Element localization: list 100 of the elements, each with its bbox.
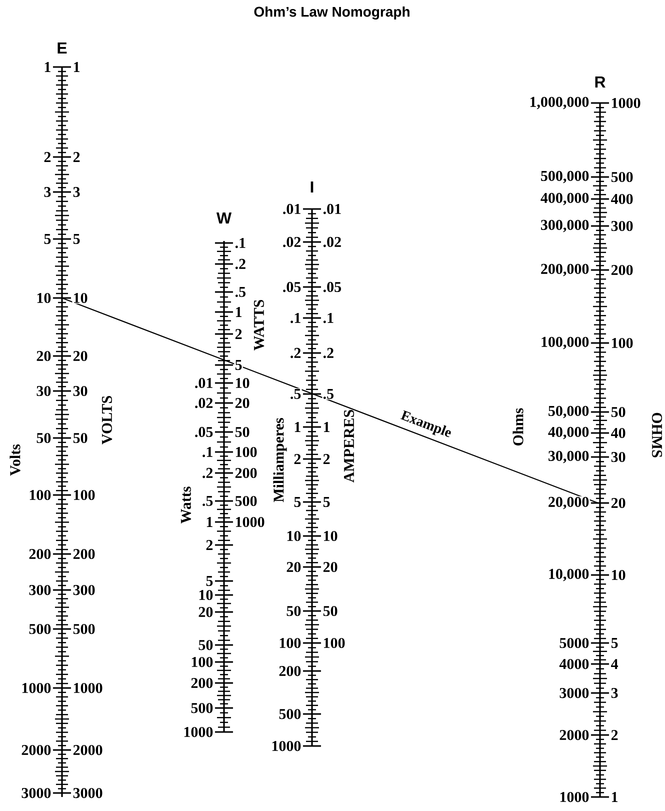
scale-number: .02 xyxy=(282,236,302,248)
scale-number: 3000 xyxy=(72,787,104,799)
axis-title: Milliamperes xyxy=(273,418,287,502)
scale-number: 200 xyxy=(72,548,96,560)
scale-number: 500 xyxy=(234,495,258,507)
scale-number: 200 xyxy=(610,264,634,276)
scale-number: 100 xyxy=(610,337,634,349)
scale-number: 2000 xyxy=(72,744,104,756)
scale-number: 50 xyxy=(322,605,338,617)
scale-number: 50,000 xyxy=(547,405,590,419)
scale-number: 40 xyxy=(610,427,626,439)
scale-number: 500 xyxy=(72,623,96,635)
scale-number: .1 xyxy=(201,446,214,458)
scale-number: .5 xyxy=(201,495,214,507)
scale-number: 20 xyxy=(322,561,338,573)
scale-number: 500,000 xyxy=(540,170,590,184)
scale-number: 20 xyxy=(286,561,302,573)
scale-number: 2000 xyxy=(558,729,590,741)
scale-number: .02 xyxy=(194,397,214,409)
scale-number: 5 xyxy=(293,496,302,508)
scale-number: 1 xyxy=(43,61,52,73)
scale-number: 50 xyxy=(36,432,52,444)
scale-number: 1000 xyxy=(234,516,266,528)
scale-number: 2 xyxy=(72,151,81,163)
scale-number: 50 xyxy=(72,432,88,444)
scale-number: 2 xyxy=(205,539,214,551)
scale-number: 1 xyxy=(72,61,81,73)
scale-number: 300,000 xyxy=(540,219,590,233)
scale-number: 200 xyxy=(278,665,302,677)
scale-number: .05 xyxy=(282,281,302,293)
scale-number: 30 xyxy=(36,385,52,397)
scale-number: 20 xyxy=(36,350,52,362)
scale-number: .1 xyxy=(322,312,335,324)
scale-number: 3000 xyxy=(20,787,52,799)
scale-number: .5 xyxy=(322,388,335,400)
scale-number: 20 xyxy=(72,350,88,362)
scale-number: 2 xyxy=(610,729,619,741)
scale-number: 10 xyxy=(234,377,250,389)
scale-number: 2 xyxy=(234,328,243,340)
scale-number: 3 xyxy=(43,186,52,198)
scale-number: 5000 xyxy=(558,637,590,649)
scale-number: 20 xyxy=(610,497,626,509)
scale-number: 1,000,000 xyxy=(528,96,590,110)
scale-number: 5 xyxy=(43,233,52,245)
scale-number: .5 xyxy=(289,388,302,400)
axis-title: WATTS xyxy=(254,300,264,350)
scale-number: 20,000 xyxy=(547,496,590,510)
scale-number: .5 xyxy=(234,286,247,298)
axis-title: Ohms xyxy=(512,408,524,446)
scale-number: 30,000 xyxy=(547,450,590,464)
scale-number: 2 xyxy=(322,453,331,465)
scale-number: 5 xyxy=(205,575,214,587)
scale-number: 10 xyxy=(36,292,52,304)
scale-number: 100 xyxy=(278,637,302,649)
scale-number: 50 xyxy=(234,426,250,438)
scale-number: 5 xyxy=(610,637,619,649)
scale-number: 100 xyxy=(234,446,258,458)
scale-number: 300 xyxy=(72,584,96,596)
scale-number: 200,000 xyxy=(540,263,590,277)
scale-number: 5 xyxy=(72,233,81,245)
scale-number: 300 xyxy=(610,220,634,232)
scale-number: 30 xyxy=(72,385,88,397)
scale-number: 1 xyxy=(234,306,243,318)
title: Ohm’s Law Nomograph xyxy=(254,6,410,20)
scale-number: 500 xyxy=(278,708,302,720)
axis-title: OHMS xyxy=(652,412,662,458)
axis-title: VOLTS xyxy=(102,396,112,444)
scale-number: 10,000 xyxy=(547,568,590,582)
scale-letter: E xyxy=(58,42,67,54)
scale-number: 50 xyxy=(286,605,302,617)
scale-number: 40,000 xyxy=(547,426,590,440)
scale-number: 2000 xyxy=(20,744,52,756)
scale-number: 100 xyxy=(322,637,346,649)
scale-number: 1000 xyxy=(610,97,642,109)
scale-number: 500 xyxy=(28,623,52,635)
scale-number: 5 xyxy=(322,496,331,508)
scale-number: .01 xyxy=(322,203,342,215)
scale-number: 100 xyxy=(72,489,96,501)
scale-number: .1 xyxy=(234,237,247,249)
scale-number: 10 xyxy=(322,530,338,542)
scale-number: 10 xyxy=(286,530,302,542)
scale-number: 1000 xyxy=(182,726,214,738)
scale-number: 10 xyxy=(198,589,214,601)
scale-number: 1000 xyxy=(20,682,52,694)
scale-letter: I xyxy=(310,182,314,192)
scale-number: 400,000 xyxy=(540,192,590,206)
scale-number: 2 xyxy=(43,151,52,163)
scale-number: .1 xyxy=(289,312,302,324)
scale-number: .01 xyxy=(194,377,214,389)
axis-title: Watts xyxy=(180,486,192,524)
scale-number: 20 xyxy=(198,606,214,618)
scale-number: 300 xyxy=(28,584,52,596)
scale-number: 200 xyxy=(190,677,214,689)
scale-number: .2 xyxy=(201,467,214,479)
scale-number: 500 xyxy=(610,171,634,183)
scale-number: 500 xyxy=(190,702,214,714)
scale-number: 400 xyxy=(610,193,634,205)
scale-number: 1000 xyxy=(72,682,104,694)
scale-number: .2 xyxy=(322,347,335,359)
scale-number: 1 xyxy=(322,421,331,433)
